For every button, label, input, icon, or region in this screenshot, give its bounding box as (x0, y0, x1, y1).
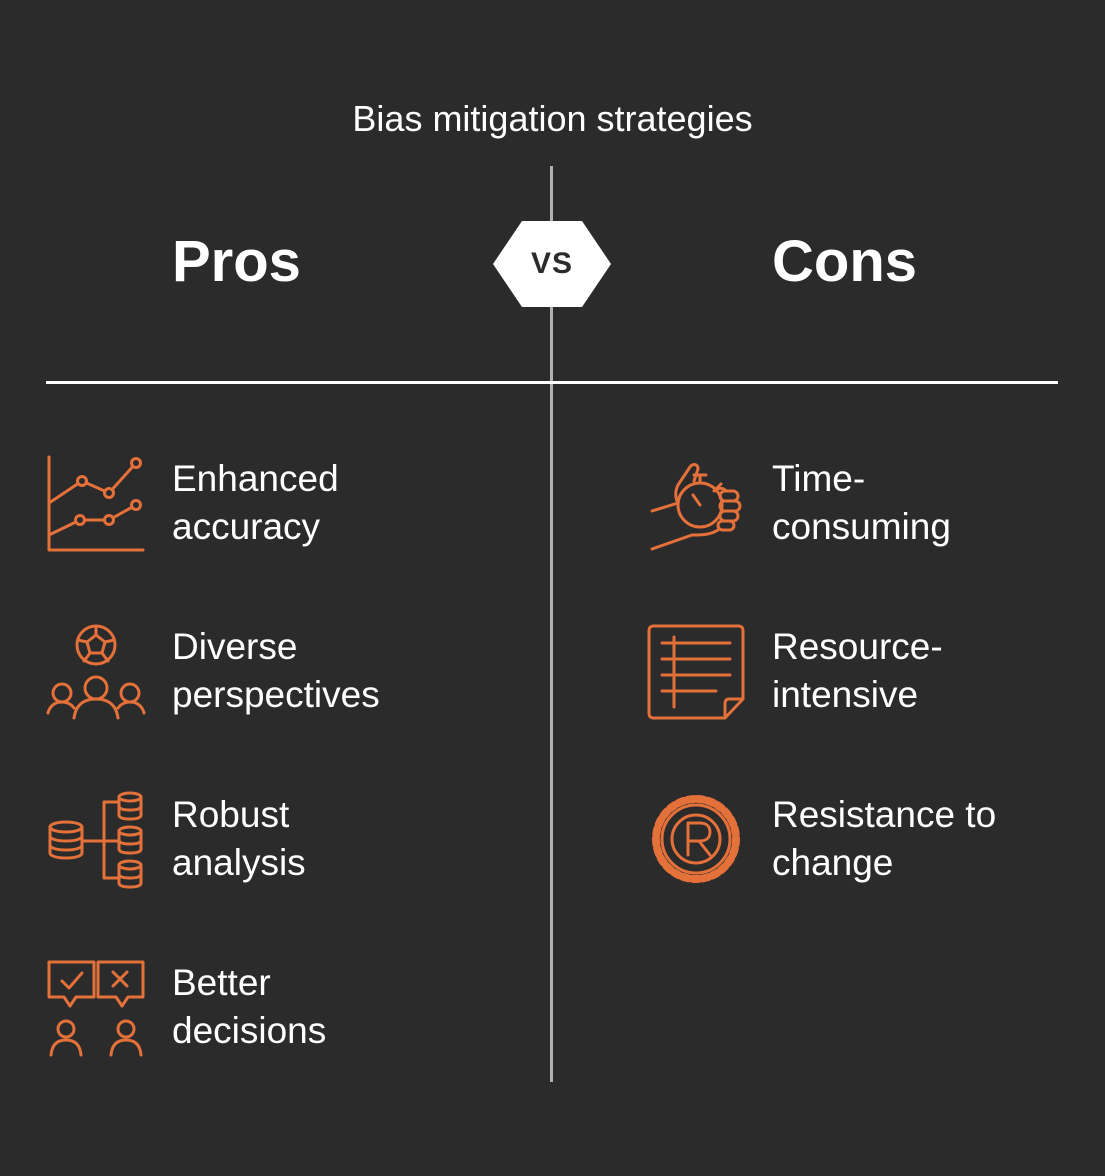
gear-r-icon (652, 795, 740, 883)
database-flow-icon (48, 791, 143, 889)
item-label: Resource- intensive (772, 623, 1072, 719)
item-label: Diverse perspectives (172, 623, 472, 719)
item-label: Resistance to change (772, 791, 1072, 887)
item-label-line1: Better (172, 962, 271, 1003)
cons-item-time-consuming: Time- consuming (646, 455, 1086, 555)
pros-item-diverse-perspectives: Diverse perspectives (46, 623, 486, 723)
pros-heading: Pros (172, 229, 301, 294)
vs-badge: VS (493, 221, 611, 307)
item-label: Robust analysis (172, 791, 472, 887)
item-label-line1: Robust (172, 794, 290, 835)
people-group-icon (46, 624, 146, 720)
item-label-line1: Resource- (772, 626, 943, 667)
cons-heading: Cons (772, 229, 917, 294)
center-divider-bottom (550, 307, 553, 1082)
document-list-icon (647, 624, 745, 720)
pros-item-enhanced-accuracy: Enhanced accuracy (46, 455, 486, 555)
item-label-line1: Enhanced (172, 458, 339, 499)
vs-label: VS (530, 247, 574, 280)
header-divider (46, 381, 1058, 384)
decision-people-icon (47, 960, 145, 1057)
item-label-line2: decisions (172, 1010, 327, 1051)
stopwatch-hand-icon (650, 463, 742, 551)
item-label-line2: perspectives (172, 674, 380, 715)
diagram-title: Bias mitigation strategies (352, 98, 753, 139)
center-divider-top (550, 166, 553, 221)
cons-item-resistance-to-change: Resistance to change (646, 791, 1086, 891)
item-label-line1: Time- (772, 458, 866, 499)
pros-item-robust-analysis: Robust analysis (46, 791, 486, 891)
item-label: Enhanced accuracy (172, 455, 472, 551)
line-chart-icon (47, 455, 145, 552)
item-label-line2: analysis (172, 842, 306, 883)
cons-item-resource-intensive: Resource- intensive (646, 623, 1086, 723)
item-label: Time- consuming (772, 455, 1072, 551)
item-label-line2: consuming (772, 506, 951, 547)
item-label-line2: change (772, 842, 894, 883)
pros-item-better-decisions: Better decisions (46, 959, 486, 1059)
item-label-line2: accuracy (172, 506, 321, 547)
item-label-line1: Resistance to (772, 794, 997, 835)
vs-badge-shape (493, 221, 611, 307)
item-label-line1: Diverse (172, 626, 298, 667)
item-label-line2: intensive (772, 674, 919, 715)
item-label: Better decisions (172, 959, 472, 1055)
